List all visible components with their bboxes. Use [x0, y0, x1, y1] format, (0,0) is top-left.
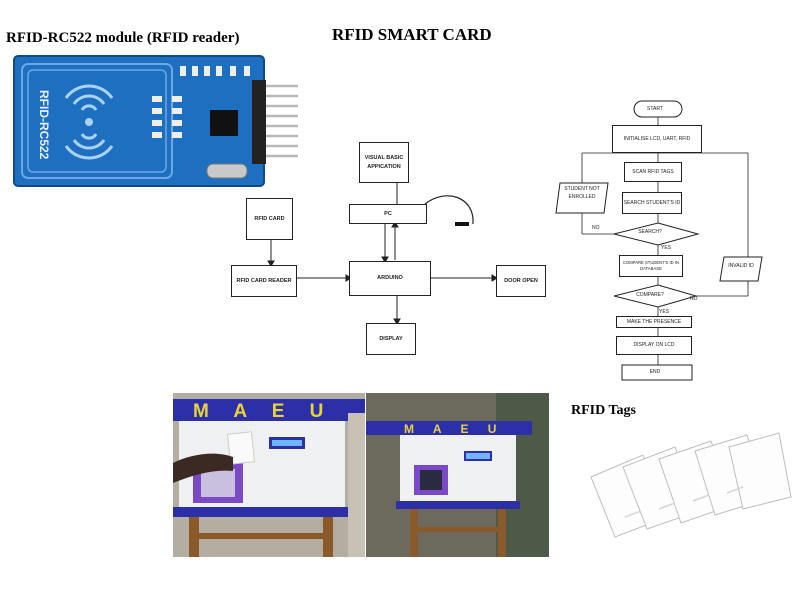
module-caption: RFID-RC522 module (RFID reader): [6, 30, 240, 46]
kiosk-photo-right: M A E U: [366, 393, 549, 557]
flow-no-label-2: NO: [690, 296, 698, 302]
flow-end: END: [649, 369, 661, 375]
flow-presence: MAKE THE PRESENCE: [616, 316, 692, 328]
kiosk-sign-left: M A E U: [193, 401, 333, 422]
flow-display-lcd: DISPLAY ON LCD: [616, 336, 692, 355]
display-box: DISPLAY: [366, 323, 416, 355]
flow-scan: SCAN RFID TAGS: [624, 162, 682, 182]
rfid-module-photo: RFID-RC522: [12, 52, 302, 190]
pc-box: PC: [349, 204, 427, 224]
module-board-label: RFID-RC522: [37, 90, 51, 160]
block-diagram-connectors: [267, 180, 498, 325]
flow-yes-label-2: YES: [659, 309, 670, 315]
flow-init: INITIALISE LCD, UART, RFID: [612, 125, 702, 153]
vb-app-box: VISUAL BASIC APPICATION: [359, 142, 409, 183]
rfid-card-box: RFID CARD: [246, 198, 293, 240]
flow-compare-q: COMPARE?: [636, 292, 664, 298]
flow-search-q: SEARCH?: [638, 229, 662, 235]
door-box: DOOR OPEN: [496, 265, 546, 297]
flow-yes-label-1: YES: [661, 245, 672, 251]
page-title: RFID SMART CARD: [332, 25, 492, 44]
flowchart-shapes: [555, 100, 763, 381]
rfid-tags-photo: [583, 425, 793, 540]
flow-start: START: [647, 106, 663, 112]
flow-not-enrolled: STUDENT NOT ENROLLED: [564, 186, 600, 200]
flow-no-label-1: NO: [592, 225, 600, 231]
flow-invalid: INVALID ID: [728, 263, 754, 269]
kiosk-sign-right: M A E U: [404, 422, 504, 436]
flow-compare-db: COMPARE STUDENT'S ID IN DATABASE: [619, 255, 683, 277]
arduino-box: ARDUINO: [349, 261, 431, 296]
tags-caption: RFID Tags: [571, 403, 636, 418]
kiosk-photo-left: M A E U: [173, 393, 365, 557]
flow-search-id: SEARCH STUDENT'S ID: [622, 192, 682, 214]
rfid-reader-box: RFID CARD READER: [231, 265, 297, 297]
